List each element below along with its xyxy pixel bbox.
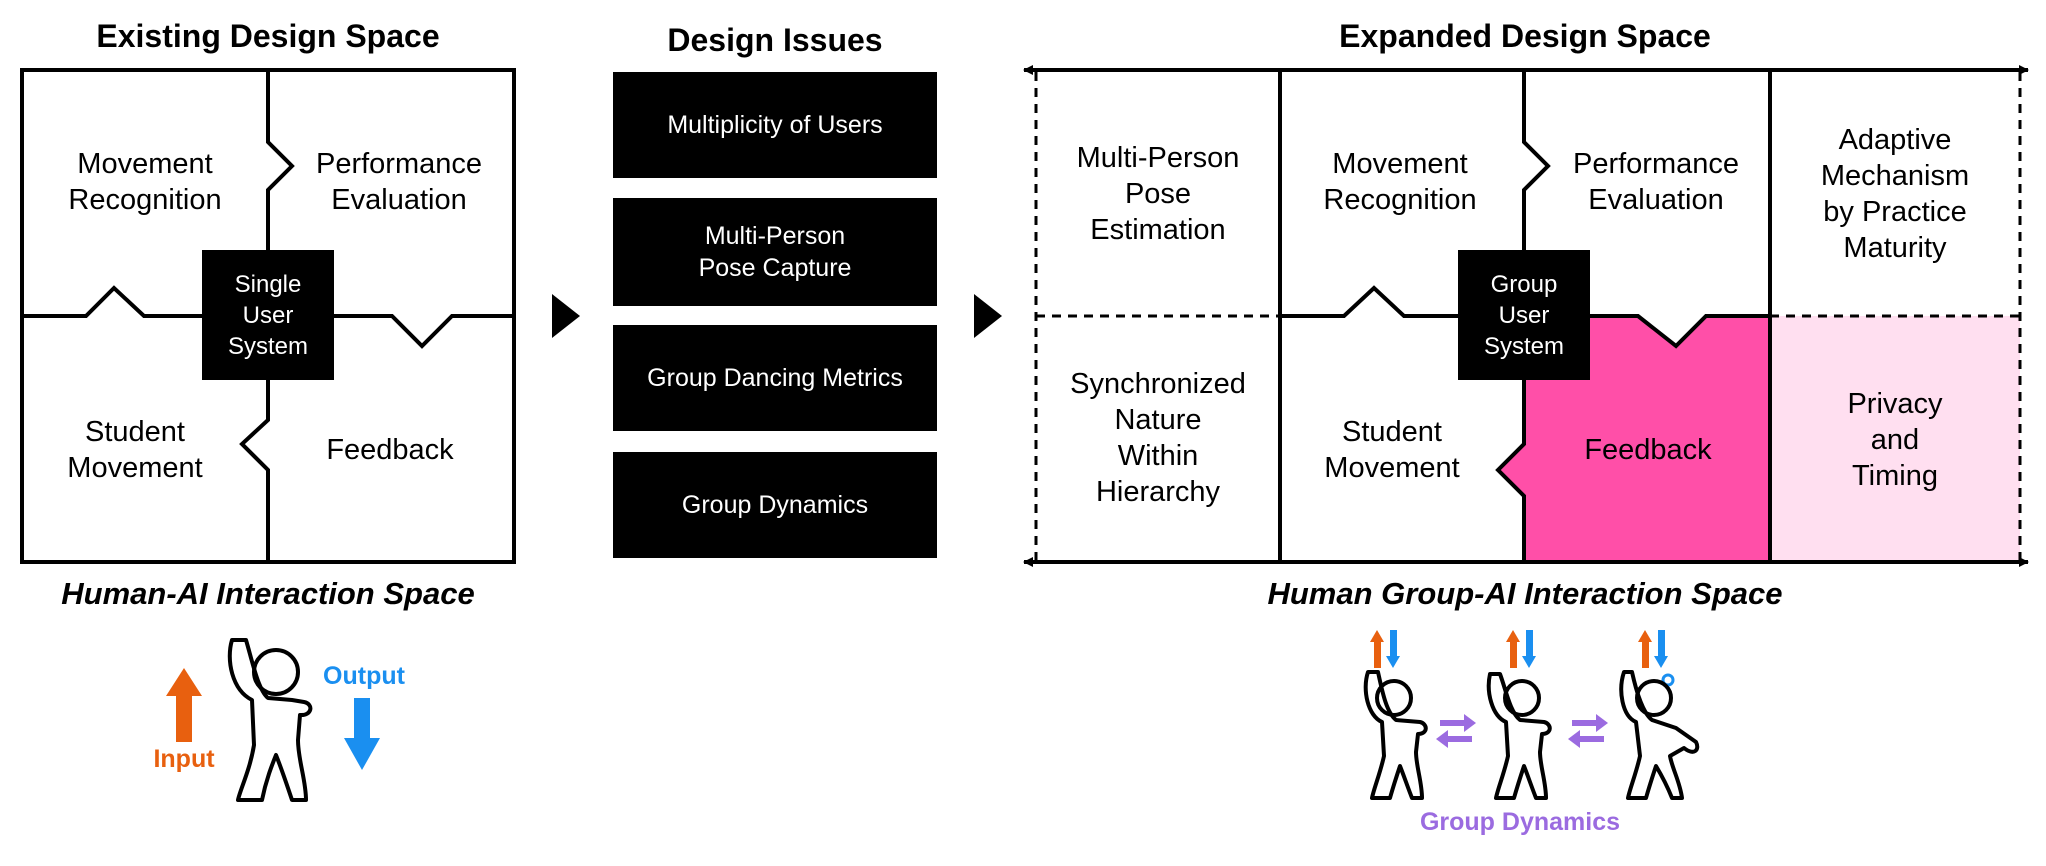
issue-multiplicity-of-users: Multiplicity of Users [613, 72, 937, 178]
existing-title: Existing Design Space [96, 18, 440, 54]
multi-person-pose-estimation-label: Multi-Person Pose Estimation [1076, 142, 1240, 246]
arrow-to-expanded [974, 294, 1002, 338]
dancer-1-icon [1363, 670, 1428, 800]
expanded-horizontal-divider-left [1280, 285, 1460, 318]
existing-design-space-grid [20, 68, 516, 564]
privacy-highlight-region [1770, 316, 2020, 562]
group-dynamics-label: Group Dynamics [1419, 808, 1621, 836]
dancer-3-io-arrows-icon [1638, 630, 1675, 687]
expanded-title: Expanded Design Space [1339, 18, 1711, 54]
input-label: Input [153, 745, 215, 773]
existing-vertical-divider-bottom [239, 380, 270, 562]
expanded-feedback-label: Feedback [1584, 434, 1712, 466]
interaction-arrows-1-icon [1436, 714, 1476, 748]
existing-horizontal-divider-right [332, 314, 514, 349]
existing-student-movement-label: Student Movement [67, 416, 203, 484]
expanded-vertical-divider-bottom [1495, 380, 1526, 562]
human-group-ai-interaction-space-label: Human Group-AI Interaction Space [1267, 576, 1783, 611]
dancer-2-io-arrows-icon [1506, 630, 1536, 668]
expanded-performance-evaluation-label: Performance Evaluation [1572, 148, 1739, 216]
input-arrow-icon [166, 668, 202, 742]
human-ai-interaction-space-label: Human-AI Interaction Space [61, 576, 475, 611]
issue-multi-person-pose-capture: Multi-Person Pose Capture [613, 198, 937, 306]
adaptive-mechanism-label: Adaptive Mechanism by Practice Maturity [1820, 124, 1970, 264]
existing-horizontal-divider-left [22, 285, 204, 318]
dancer-2-icon [1486, 672, 1552, 800]
expanded-design-space-grid [1023, 65, 2029, 567]
dancer-3-icon [1619, 670, 1700, 800]
single-dancer-icon [227, 638, 313, 802]
issue-group-dynamics: Group Dynamics [613, 452, 937, 558]
single-user-system-box: Single User System [202, 250, 334, 380]
existing-vertical-divider-top [266, 70, 295, 250]
existing-feedback-label: Feedback [326, 434, 454, 466]
existing-performance-evaluation-label: Performance Evaluation [315, 148, 482, 216]
output-arrow-icon [344, 698, 380, 770]
arrow-to-issues [552, 294, 580, 338]
dancer-1-io-arrows-icon [1370, 630, 1400, 668]
existing-movement-recognition-label: Movement Recognition [68, 148, 222, 216]
synchronized-nature-label: Synchronized Nature Within Hierarchy [1070, 368, 1246, 508]
expanded-movement-recognition-label: Movement Recognition [1323, 148, 1477, 216]
privacy-and-timing-label: Privacy and Timing [1847, 388, 1943, 492]
group-user-system-box: Group User System [1458, 250, 1590, 380]
output-label: Output [323, 662, 405, 690]
interaction-arrows-2-icon [1568, 714, 1608, 748]
expanded-horizontal-divider-right [1588, 314, 1770, 349]
expanded-vertical-divider-top [1522, 70, 1551, 250]
issue-group-dancing-metrics: Group Dancing Metrics [613, 325, 937, 431]
group-dancers-illustration [1363, 630, 1700, 800]
design-issues-title: Design Issues [667, 22, 883, 58]
expanded-student-movement-label: Student Movement [1324, 416, 1460, 484]
